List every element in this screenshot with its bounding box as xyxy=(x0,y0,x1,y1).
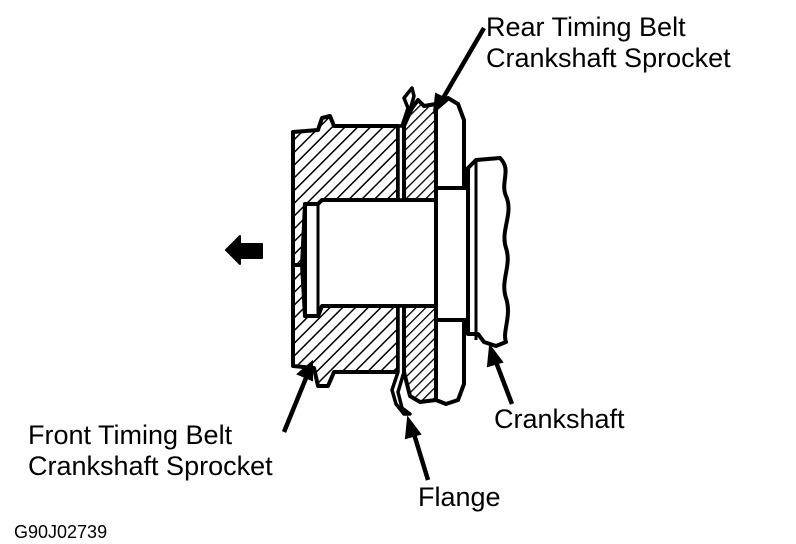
leader-flange xyxy=(404,415,431,481)
direction-arrow-icon xyxy=(225,235,263,265)
label-front-sprocket-line2: Crankshaft Sprocket xyxy=(28,451,273,481)
label-rear-sprocket-line1: Rear Timing Belt xyxy=(486,12,686,42)
label-rear-sprocket: Rear Timing Belt Crankshaft Sprocket xyxy=(486,12,731,74)
sprocket-hub-bore xyxy=(303,198,438,318)
leader-rear-sprocket xyxy=(432,26,486,115)
label-crankshaft: Crankshaft xyxy=(494,404,625,434)
leader-front-sprocket xyxy=(281,359,313,433)
crankshaft-body xyxy=(466,156,511,348)
rear-sprocket-upper xyxy=(402,96,466,202)
label-flange: Flange xyxy=(418,482,501,512)
label-rear-sprocket-line2: Crankshaft Sprocket xyxy=(486,43,731,73)
label-front-sprocket-line1: Front Timing Belt xyxy=(28,420,233,450)
figure-code: G90J02739 xyxy=(14,522,108,542)
label-front-sprocket: Front Timing Belt Crankshaft Sprocket xyxy=(28,420,273,482)
leader-crankshaft xyxy=(486,343,515,405)
crankshaft-collar xyxy=(434,186,470,322)
